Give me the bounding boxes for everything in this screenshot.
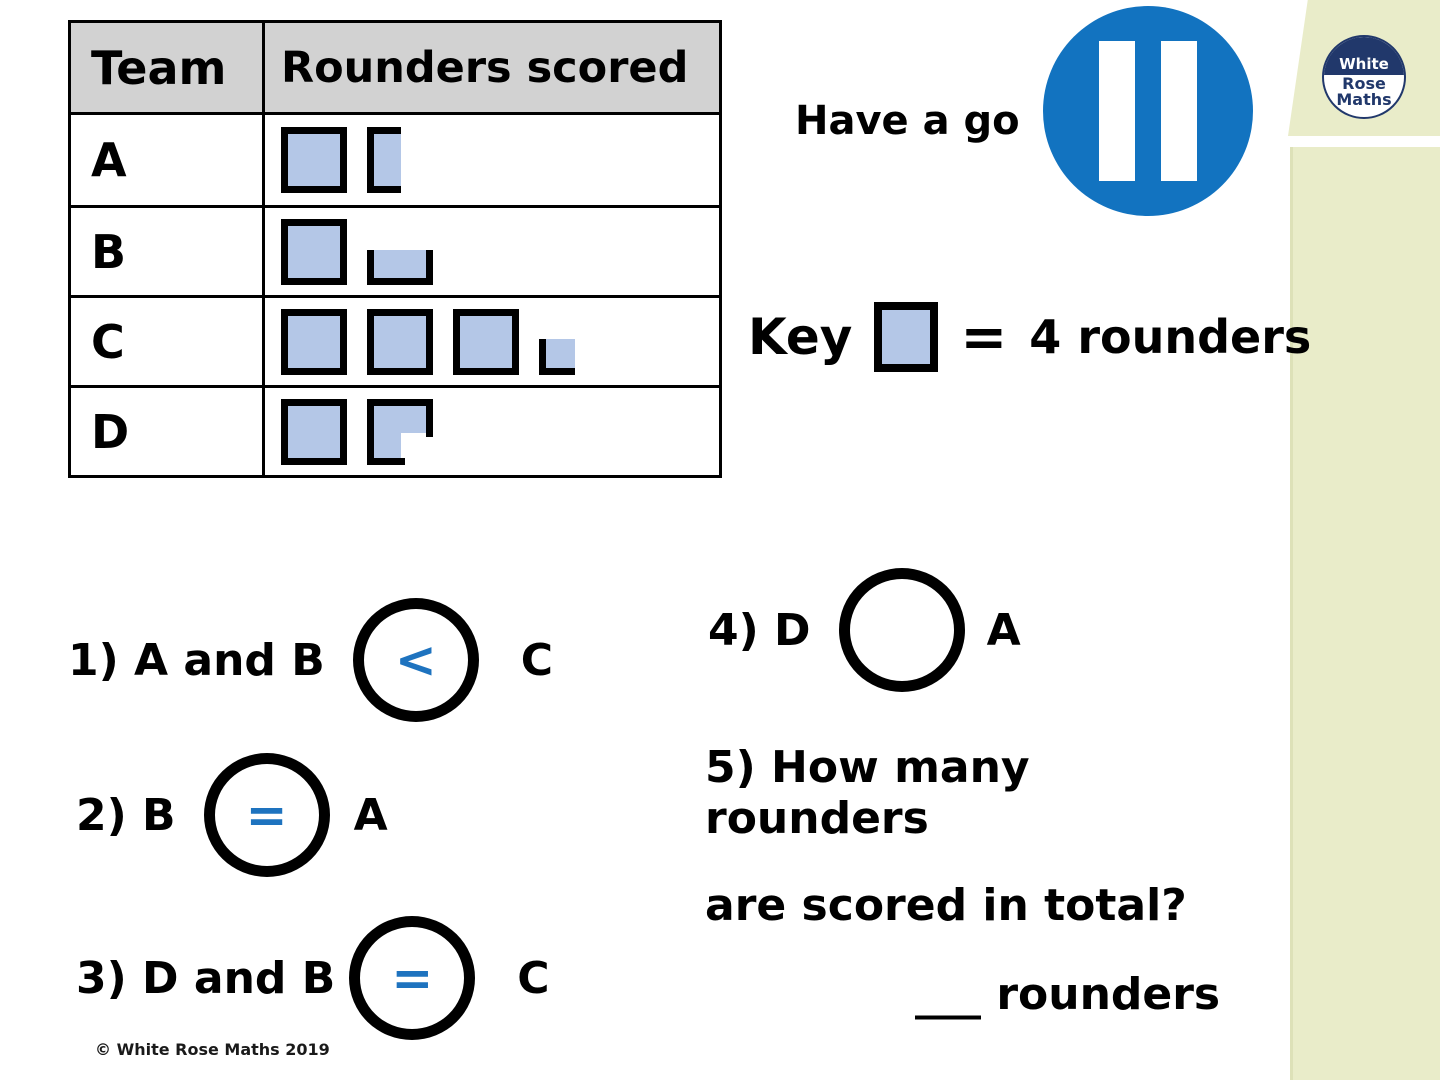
question-5-line-2: are scored in total? — [705, 880, 1187, 931]
pictogram-symbol-half-vertical — [367, 127, 401, 193]
pictogram-symbol-full — [367, 308, 433, 375]
pictogram-cell — [265, 208, 719, 295]
key-equals-sign: = — [960, 304, 1008, 370]
pictogram-symbol-full — [281, 308, 347, 375]
key-symbol-square — [874, 302, 939, 372]
question-1-right-operand: C — [520, 634, 554, 686]
question-4-text: 4) D — [708, 604, 811, 656]
logo-text-rose: Rose — [1342, 74, 1386, 93]
table-row: D — [71, 385, 719, 475]
pictogram-symbol-full — [281, 398, 347, 465]
column-header-rounders-scored: Rounders scored — [281, 42, 689, 93]
comparison-symbol-equals: = — [245, 786, 288, 844]
question-5: 5) How many rounders are scored in total… — [705, 742, 1265, 1020]
question-4-right-operand: A — [986, 604, 1021, 656]
table-row: B — [71, 205, 719, 295]
copyright-text: © White Rose Maths 2019 — [95, 1040, 330, 1059]
question-5-line-1: 5) How many rounders — [705, 742, 1030, 844]
table-row: A — [71, 115, 719, 205]
have-a-go-label: Have a go — [795, 98, 1020, 144]
pause-icon — [1161, 41, 1197, 181]
logo-text-white: White — [1339, 55, 1389, 73]
team-label: C — [71, 298, 265, 385]
question-2-right-operand: A — [353, 789, 388, 841]
key: Key = 4 rounders — [748, 302, 1311, 372]
comparison-symbol-less-than: < — [394, 631, 437, 689]
pictogram-symbol-half-bottom — [367, 249, 433, 285]
team-label: D — [71, 388, 265, 475]
question-2-text: 2) B — [76, 789, 176, 841]
team-label: A — [71, 115, 265, 205]
key-value: 4 rounders — [1029, 310, 1312, 364]
pictogram-cell — [265, 298, 719, 385]
logo-bottom-half: Rose Maths — [1324, 74, 1404, 117]
question-1: 1) A and B < C — [68, 598, 553, 722]
question-3-answer-circle[interactable]: = — [349, 916, 476, 1040]
question-5-answer-line: ___ rounders — [915, 969, 1221, 1020]
question-4-answer-circle[interactable] — [838, 568, 965, 692]
pictogram-symbol-three-quarter — [367, 398, 433, 465]
pictogram-symbol-quarter — [539, 338, 575, 375]
question-2: 2) B = A — [76, 753, 388, 877]
question-4: 4) D A — [708, 568, 1021, 692]
side-band — [1290, 147, 1440, 1080]
pictogram-symbol-full — [453, 308, 519, 375]
comparison-symbol-equals: = — [391, 949, 434, 1007]
table-header-row: Team Rounders scored — [71, 23, 719, 115]
question-3-text: 3) D and B — [76, 952, 336, 1004]
team-label: B — [71, 208, 265, 295]
pictogram-cell — [265, 115, 719, 205]
question-3-right-operand: C — [517, 952, 550, 1004]
pictogram-symbol-full — [281, 127, 347, 193]
question-1-answer-circle[interactable]: < — [352, 598, 479, 722]
table-row: C — [71, 295, 719, 385]
question-3: 3) D and B = C — [76, 916, 550, 1040]
white-rose-maths-logo: White Rose Maths — [1322, 35, 1406, 119]
question-2-answer-circle[interactable]: = — [203, 753, 330, 877]
pictogram-cell — [265, 388, 719, 475]
column-header-team: Team — [71, 23, 265, 112]
pictogram-symbol-full — [281, 218, 347, 285]
pause-icon — [1099, 41, 1135, 181]
key-label: Key — [748, 308, 853, 366]
question-1-text: 1) A and B — [68, 634, 325, 686]
pause-button[interactable] — [1043, 6, 1253, 216]
logo-text-maths: Maths — [1336, 90, 1392, 110]
